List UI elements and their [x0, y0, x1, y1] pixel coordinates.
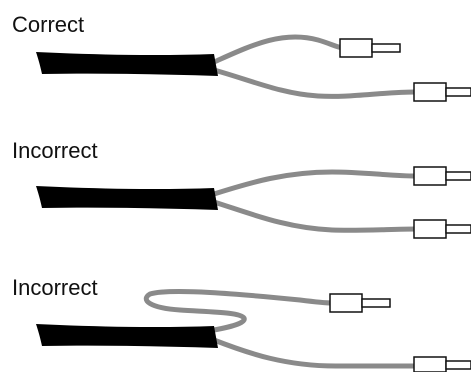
ferrule-connector-icon — [413, 356, 471, 372]
ferrule-connector-icon — [329, 293, 391, 313]
example-incorrect-2 — [36, 289, 471, 372]
cable-jacket-icon — [36, 324, 218, 348]
cable-jacket-icon — [36, 52, 218, 76]
section-label-incorrect-2: Incorrect — [12, 275, 98, 300]
ferrule-connector-icon — [339, 38, 401, 58]
wire-icon — [211, 337, 419, 369]
ferrule-connector-icon — [413, 219, 471, 239]
example-correct — [36, 34, 471, 102]
example-incorrect-1 — [36, 166, 471, 239]
wire-icon — [211, 169, 419, 197]
wire-icon — [211, 199, 419, 233]
section-label-correct: Correct — [12, 12, 85, 37]
wire-icon — [143, 289, 335, 333]
ferrule-connector-icon — [413, 82, 471, 102]
cable-jacket-icon — [36, 186, 218, 210]
section-label-incorrect-1: Incorrect — [12, 138, 98, 163]
wire-icon — [211, 34, 347, 65]
wire-icon — [211, 67, 419, 99]
ferrule-connector-icon — [413, 166, 471, 186]
